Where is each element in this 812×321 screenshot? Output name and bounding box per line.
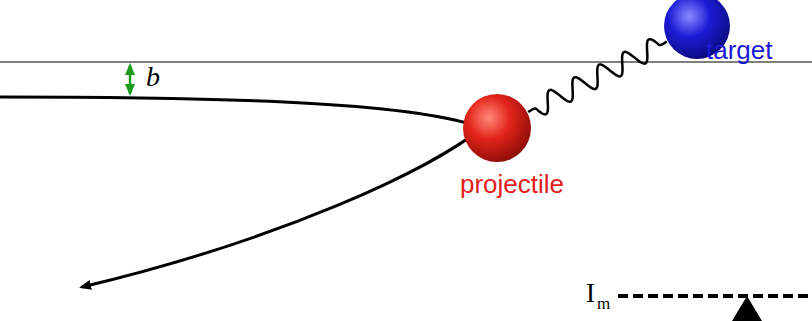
trajectory-curve (0, 97, 482, 287)
level-subscript: m (597, 295, 610, 314)
spring-connector (528, 39, 667, 114)
ball-shape (462, 93, 532, 163)
impact-parameter-label: b (146, 62, 160, 93)
ball-label: target (706, 36, 773, 65)
level-symbol: I (586, 279, 595, 309)
target-ball: target (663, 0, 731, 60)
reference-axis (0, 61, 812, 62)
projectile-ball: projectile (462, 93, 532, 163)
dashed-level-line (618, 294, 812, 298)
impact-parameter-arrow (129, 65, 132, 94)
ball-circle (463, 94, 531, 162)
ball-label: projectile (460, 170, 564, 199)
pivot-triangle (732, 296, 762, 321)
